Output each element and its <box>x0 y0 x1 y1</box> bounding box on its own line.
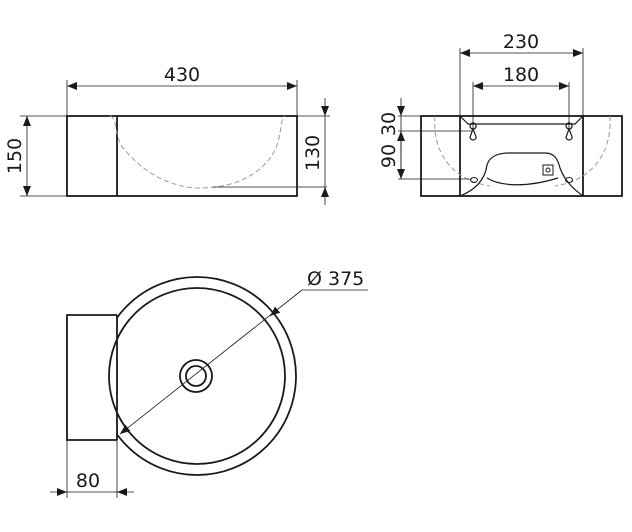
side-width-dimension: 80 <box>76 470 100 492</box>
inner-bowl <box>108 287 286 465</box>
top-view: Ø 375 80 <box>50 268 368 498</box>
width-dimension: 430 <box>164 64 200 86</box>
outer-mount-dimension: 230 <box>503 31 539 53</box>
side-shelf-outline <box>66 314 117 441</box>
height-dimension: 150 <box>4 138 26 174</box>
keyhole-left <box>469 122 477 141</box>
outer-rim <box>97 276 297 476</box>
front-view: 430 150 130 <box>4 64 330 205</box>
mounting-cutout <box>459 152 584 197</box>
drain-outer <box>179 359 213 393</box>
top-offset-dimension: 30 <box>378 112 400 136</box>
hole-spacing-dimension: 180 <box>503 64 539 86</box>
front-outline <box>66 115 298 197</box>
side-view: 230 180 30 90 <box>378 31 623 197</box>
diameter-dimension: Ø 375 <box>307 268 364 290</box>
side-outline <box>420 115 623 197</box>
keyhole-right <box>565 122 573 141</box>
hidden-bowl-line <box>109 115 286 189</box>
bowl-depth-dimension: 130 <box>302 135 324 171</box>
hole-vertical-dimension: 90 <box>378 144 400 168</box>
drain-inner <box>185 365 207 387</box>
